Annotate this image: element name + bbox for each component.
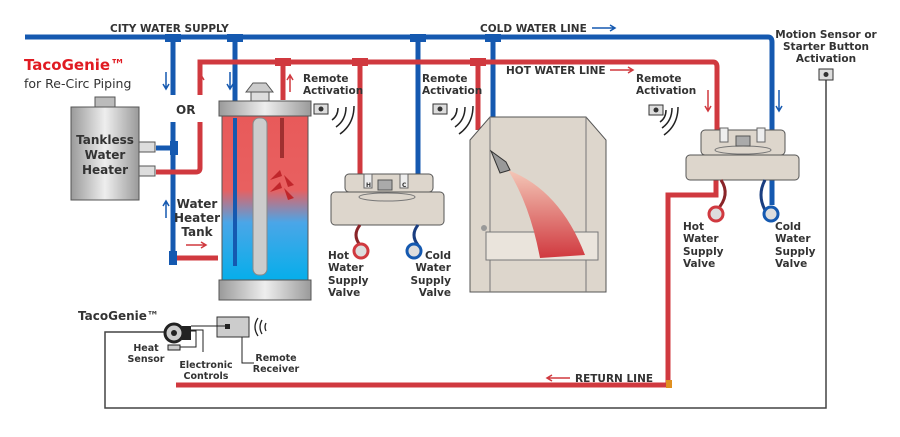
tank-label: Water Heater Tank [174, 197, 220, 239]
brand-title: TacoGenie™ [24, 56, 125, 74]
svg-text:Activation: Activation [303, 85, 363, 97]
motion-sensor-label: Motion Sensor or Starter Button Activati… [775, 29, 877, 65]
svg-text:Remote: Remote [422, 73, 468, 85]
svg-text:Sensor: Sensor [128, 354, 165, 365]
return-elbow [666, 380, 672, 388]
svg-text:Motion Sensor or: Motion Sensor or [775, 29, 877, 41]
remote-activation-label-3: Remote Activation [636, 73, 696, 97]
cold-valve-1[interactable] [405, 242, 423, 260]
city-water-supply-label: CITY WATER SUPPLY [110, 23, 229, 35]
remote-activation-button-1[interactable] [313, 103, 355, 135]
svg-text:Valve: Valve [328, 287, 360, 299]
cold-valve-label-1: Cold Water Supply Valve [410, 250, 451, 299]
svg-text:Water: Water [415, 262, 451, 274]
remote-activation-button-2[interactable] [432, 103, 474, 135]
cold-water-line-label: COLD WATER LINE [480, 23, 587, 35]
svg-text:Receiver: Receiver [253, 364, 300, 375]
remote-activation-label-2: Remote Activation [422, 73, 482, 97]
svg-text:Water: Water [775, 233, 811, 245]
svg-text:Supply: Supply [410, 275, 451, 287]
svg-text:Water: Water [328, 262, 364, 274]
sink-2 [685, 127, 800, 212]
tankless-water-heater [70, 96, 156, 201]
water-heater-tank [218, 82, 312, 301]
svg-text:Tankless: Tankless [76, 133, 134, 147]
tankless-label: Tankless Water Heater [76, 133, 134, 177]
svg-text:Tank: Tank [181, 225, 213, 239]
shower-enclosure [469, 116, 607, 293]
svg-text:Electronic: Electronic [179, 360, 232, 371]
svg-text:Hot: Hot [328, 250, 349, 262]
svg-text:Starter Button: Starter Button [783, 41, 869, 53]
svg-text:Supply: Supply [683, 246, 724, 258]
svg-text:Cold: Cold [775, 221, 801, 233]
hot-tees [275, 58, 486, 66]
cold-valve-label-2: Cold Water Supply Valve [775, 221, 816, 270]
hot-water-pipes [156, 59, 720, 388]
flow-arrows [162, 24, 783, 382]
hot-valve-label-1: Hot Water Supply Valve [328, 250, 369, 299]
hot-water-line-label: HOT WATER LINE [506, 65, 606, 77]
brand-subtitle: for Re-Circ Piping [24, 76, 131, 91]
svg-text:Heater: Heater [82, 163, 128, 177]
svg-text:Water: Water [683, 233, 719, 245]
return-line-label: RETURN LINE [575, 373, 653, 385]
svg-text:Valve: Valve [683, 258, 715, 270]
remote-receiver[interactable] [191, 316, 267, 364]
motion-sensor-button[interactable] [818, 68, 834, 81]
tacogenie-pump[interactable] [163, 322, 204, 352]
pump-brand-label: TacoGenie™ [78, 309, 159, 323]
svg-text:Activation: Activation [796, 53, 856, 65]
control-wire [104, 80, 827, 409]
svg-text:Activation: Activation [422, 85, 482, 97]
faucet-markers: H C [366, 182, 407, 189]
heat-sensor-label: Heat Sensor [128, 343, 165, 365]
svg-text:C: C [402, 182, 407, 189]
hot-valve-1[interactable] [352, 242, 370, 260]
remote-activation-label-1: Remote Activation [303, 73, 363, 97]
hot-valve-label-2: Hot Water Supply Valve [683, 221, 724, 270]
svg-text:Controls: Controls [184, 371, 229, 382]
svg-text:Remote: Remote [636, 73, 682, 85]
svg-text:Heat: Heat [133, 343, 159, 354]
cold-tees [165, 34, 501, 265]
svg-text:Water: Water [85, 148, 126, 162]
svg-text:Supply: Supply [775, 246, 816, 258]
cold-valve-2[interactable] [762, 205, 780, 223]
svg-text:Water: Water [177, 197, 218, 211]
or-label: OR [176, 103, 195, 117]
remote-activation-button-3[interactable] [648, 104, 679, 136]
remote-receiver-label: Remote Receiver [253, 353, 300, 375]
svg-text:Remote: Remote [303, 73, 349, 85]
hot-valve-2[interactable] [707, 205, 725, 223]
svg-text:Supply: Supply [328, 275, 369, 287]
svg-text:Cold: Cold [425, 250, 451, 262]
svg-text:Valve: Valve [419, 287, 451, 299]
electronic-controls-label: Electronic Controls [179, 360, 232, 382]
svg-text:Heater: Heater [174, 211, 220, 225]
svg-text:Remote: Remote [255, 353, 296, 364]
svg-text:Activation: Activation [636, 85, 696, 97]
svg-text:Hot: Hot [683, 221, 704, 233]
sink-1 [330, 173, 445, 246]
svg-text:H: H [366, 182, 371, 189]
svg-text:Valve: Valve [775, 258, 807, 270]
